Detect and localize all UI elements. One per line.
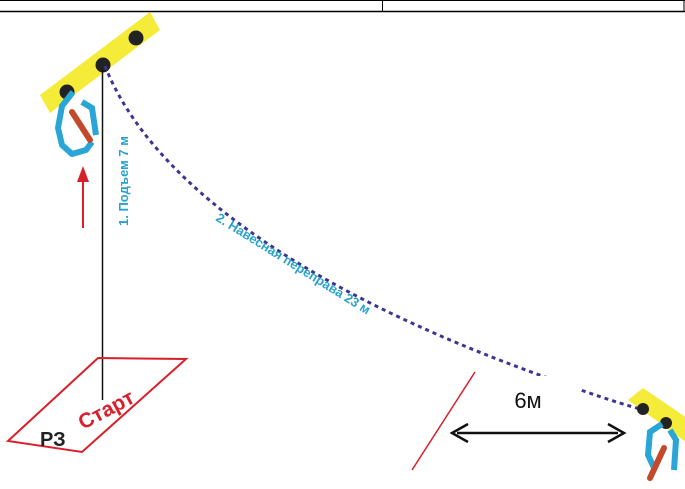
- distance-label: 6м: [514, 388, 542, 413]
- carabiner-icon: [55, 90, 99, 157]
- carabiner-icon: [644, 421, 680, 481]
- reference-line: [411, 371, 476, 471]
- distance-arrow: [449, 422, 627, 444]
- traverse-rope: [103, 65, 641, 411]
- anchor-plate-icon: [628, 388, 685, 442]
- anchor-plate-icon: [40, 12, 160, 113]
- ascent-label: 1. Подъем 7 м: [116, 136, 131, 226]
- zone-label: РЗ: [40, 429, 66, 451]
- start-label: Старт: [75, 386, 139, 434]
- start-zone: [5, 356, 189, 454]
- traverse-label: 2. Навесная переправа 23 м: [213, 210, 373, 318]
- distance-label-box: 6м: [476, 376, 580, 426]
- table-border: [0, 0, 685, 13]
- arrow-up-icon: [77, 166, 89, 228]
